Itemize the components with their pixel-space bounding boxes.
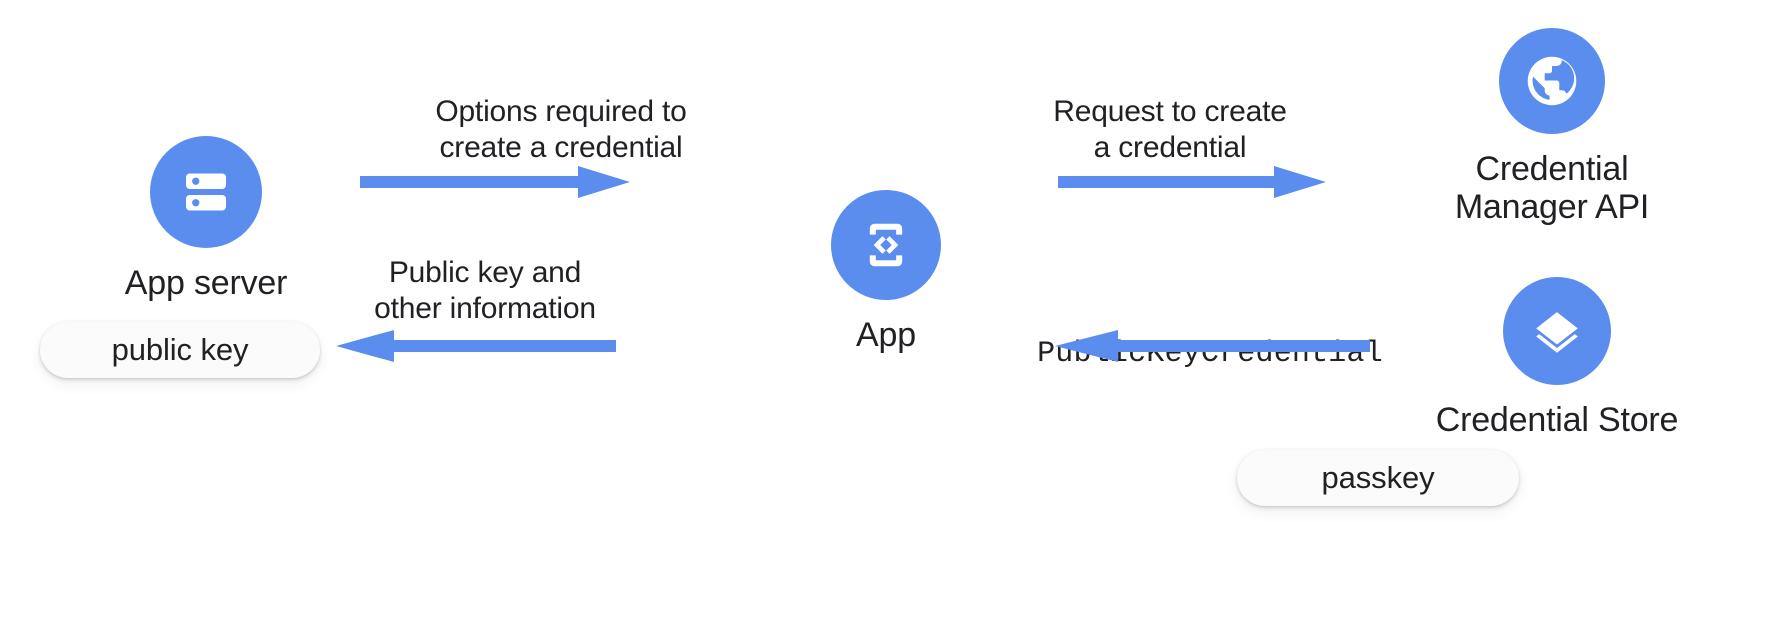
node-credential-store: Credential Store <box>1435 277 1679 439</box>
node-app-server: App server <box>100 136 312 302</box>
credential-manager-api-label: Credential Manager API <box>1454 150 1650 227</box>
arrow-public-key-and-other-information <box>336 328 616 364</box>
arrow-label-public-key-and-other-information: Public key and other information <box>374 256 596 325</box>
credential-manager-api-circle <box>1499 28 1605 134</box>
credential-store-label: Credential Store <box>1435 401 1679 439</box>
app-server-label: App server <box>124 264 288 302</box>
server-icon <box>186 173 226 211</box>
credential-store-circle <box>1503 277 1611 385</box>
node-credential-manager-api: Credential Manager API <box>1430 28 1674 227</box>
arrow-public-key-credential <box>1055 328 1370 364</box>
arrow-label-request-to-create: Request to create a credential <box>1053 95 1287 164</box>
layers-icon <box>1536 312 1578 353</box>
app-code-phone-icon <box>869 223 903 267</box>
pill-public-key: public key <box>40 322 320 378</box>
arrow-label-options-required: Options required to create a credential <box>435 95 687 164</box>
pill-passkey: passkey <box>1237 450 1519 506</box>
arrow-request-to-create <box>1058 164 1326 200</box>
node-app: App <box>824 190 948 354</box>
app-label: App <box>856 316 916 354</box>
app-circle <box>831 190 941 300</box>
globe-icon <box>1527 56 1577 106</box>
arrow-options-required <box>360 164 630 200</box>
app-server-circle <box>150 136 262 248</box>
